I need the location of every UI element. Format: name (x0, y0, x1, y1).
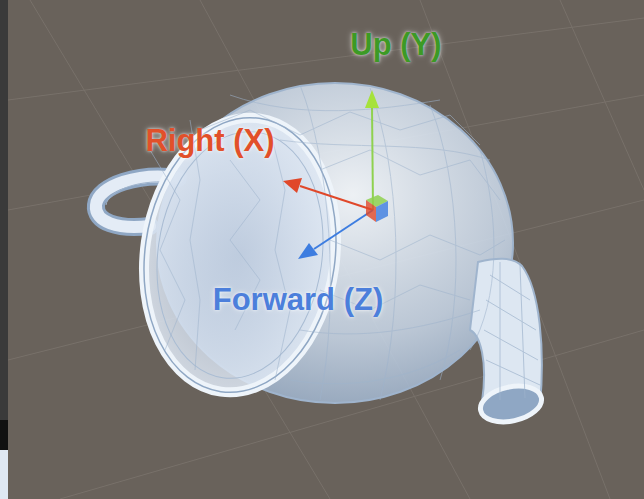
axis-label: Right (X) (145, 123, 274, 159)
axis-label: Forward (Z) (213, 282, 384, 318)
grid-lines (8, 0, 644, 499)
axis-gizmo (283, 90, 388, 259)
axis-label: Up (Y) (350, 27, 441, 63)
teapot-spout (470, 259, 545, 427)
teapot-opening (127, 105, 354, 405)
